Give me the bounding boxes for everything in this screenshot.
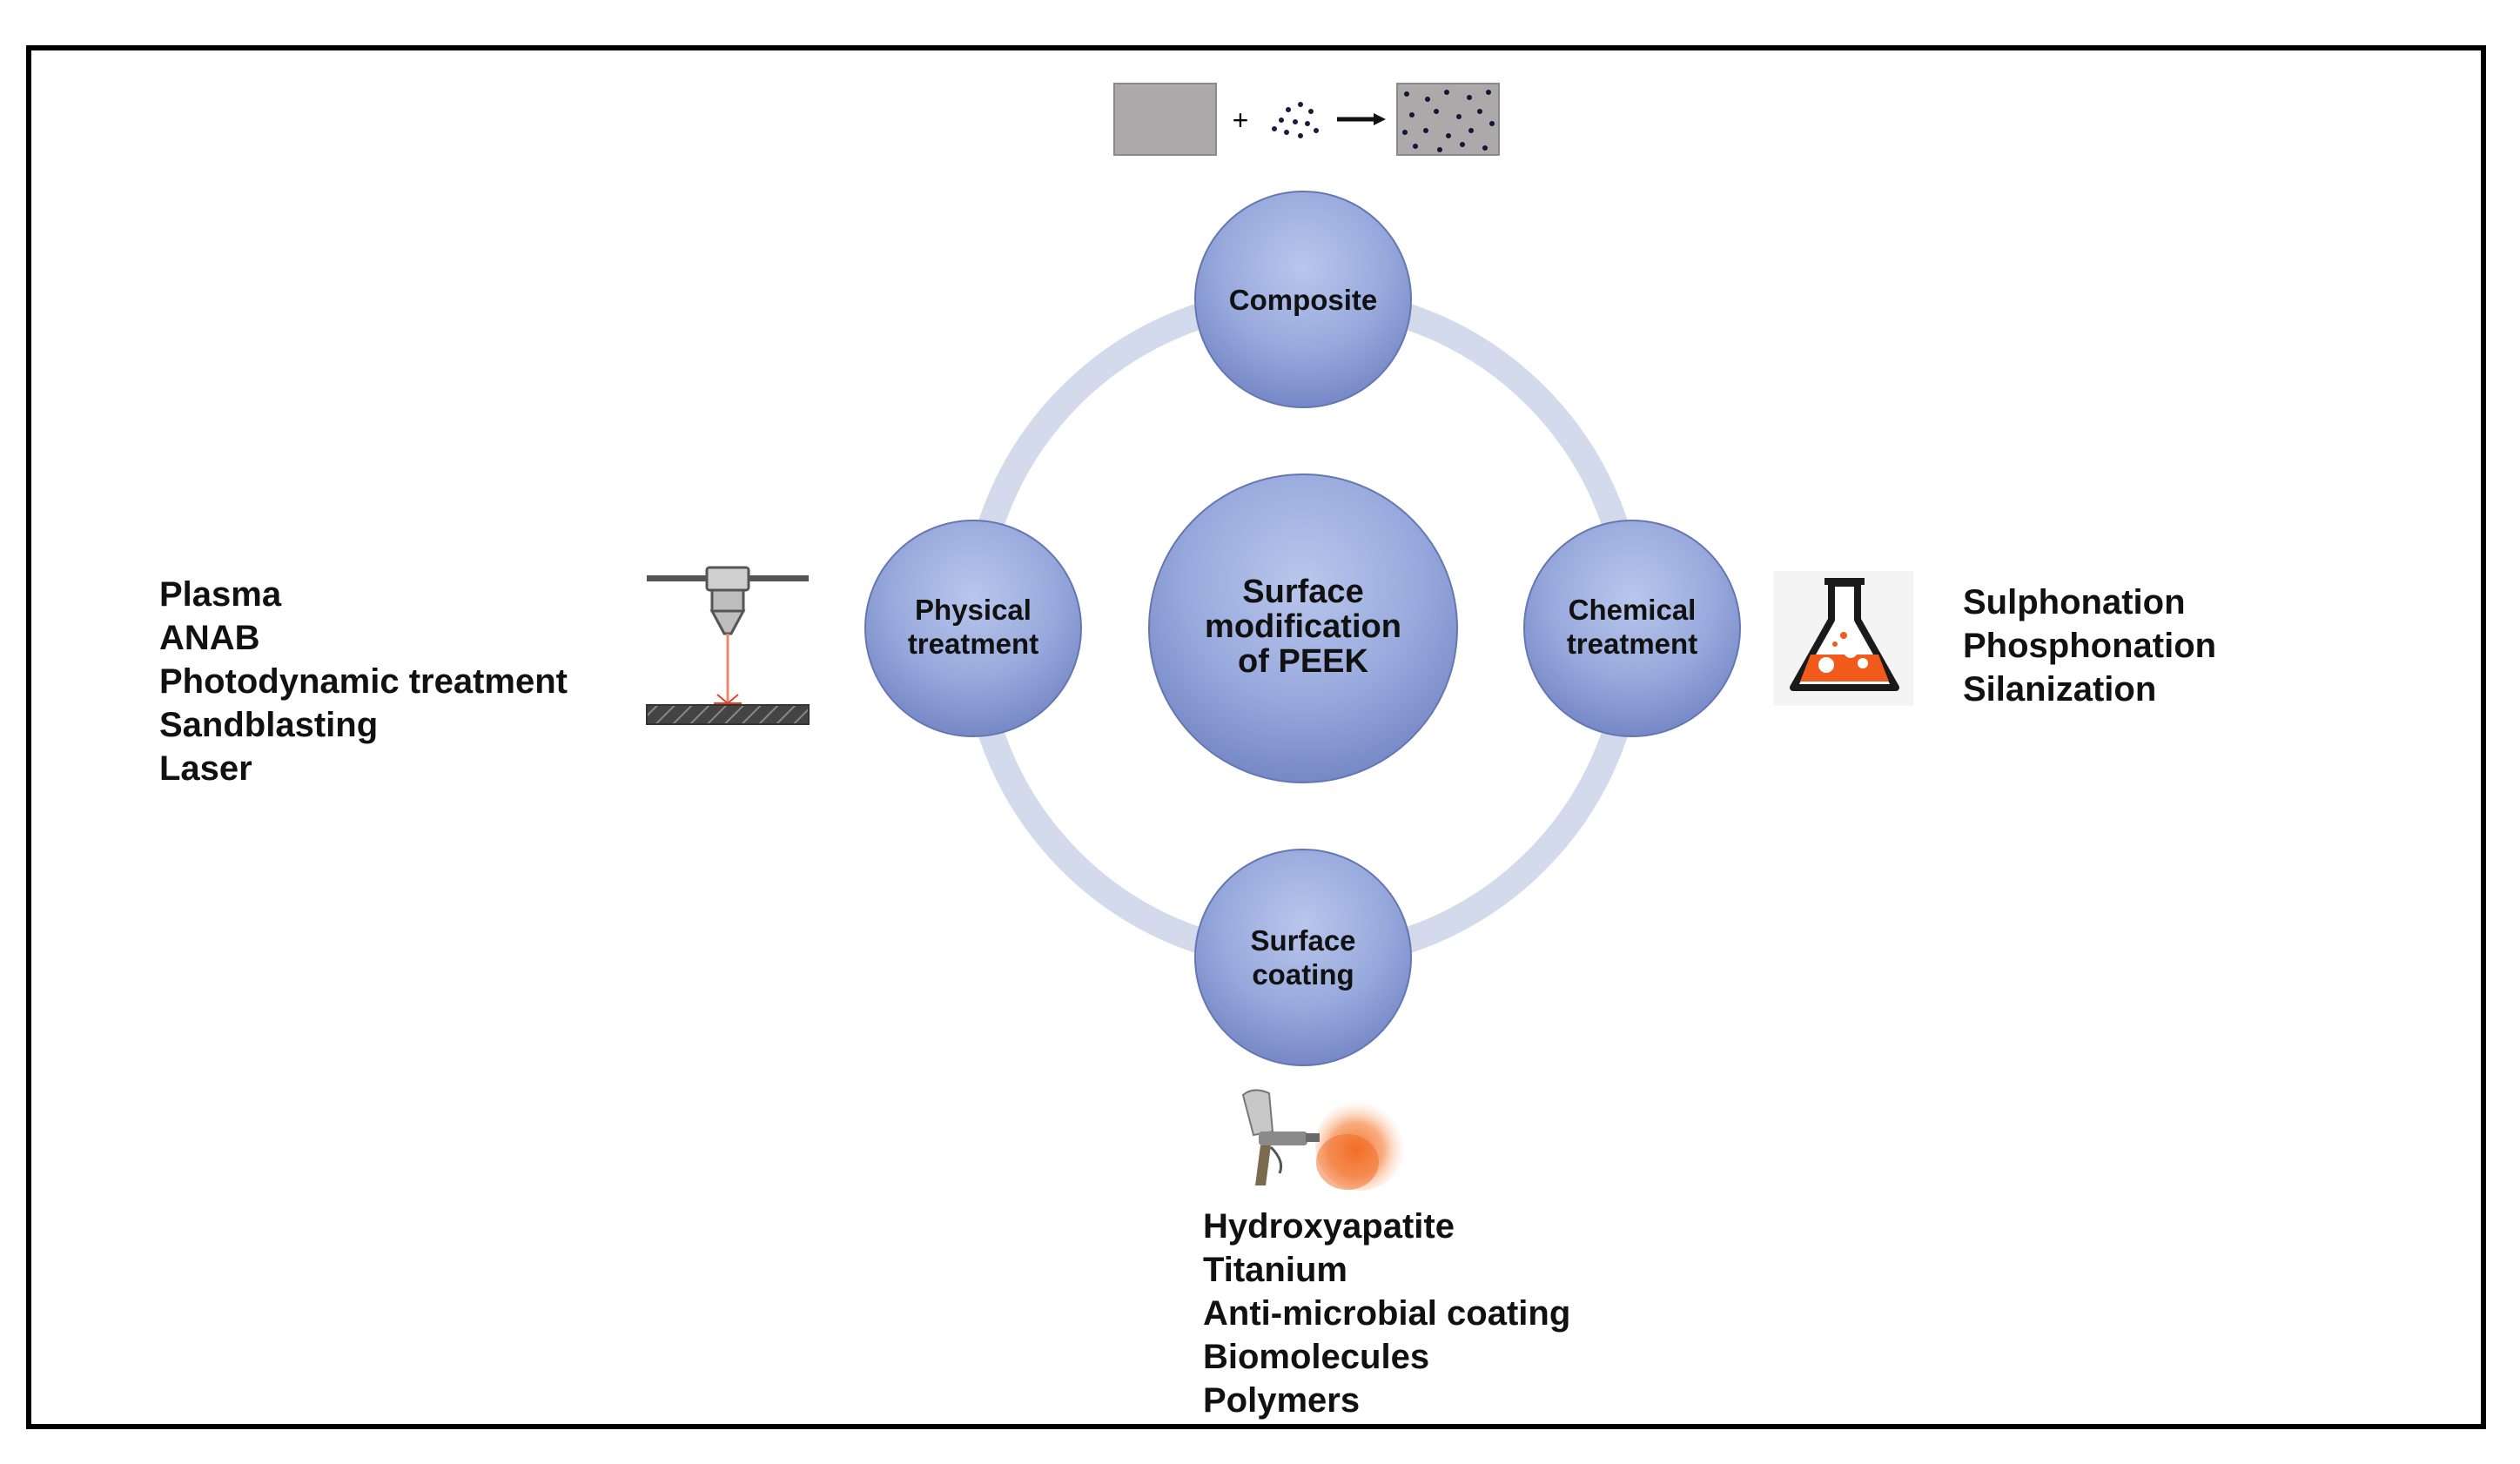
physical-treatment-node: Physical treatment [864, 520, 1082, 737]
chemical-label-line2: treatment [1567, 628, 1697, 660]
particles [1272, 102, 1319, 138]
composite-node: Composite [1194, 191, 1412, 408]
chemical-method-item: Sulphonation [1963, 583, 2186, 621]
coating-method-item: Hydroxyapatite [1203, 1207, 1455, 1246]
figure-frame [26, 45, 2486, 1429]
coating-method-item: Biomolecules [1203, 1338, 1430, 1376]
center-label-line3: of PEEK [1238, 643, 1368, 680]
physical-method-item: Photodynamic treatment [159, 662, 568, 701]
spray-gun-icon [1241, 1089, 1406, 1191]
center-label-line2: modification [1205, 608, 1401, 645]
chemical-label-line1: Chemical [1569, 594, 1697, 626]
chemical-methods-list: Sulphonation Phosphonation Silanization [1963, 581, 2216, 711]
composite-label: Composite [1229, 284, 1378, 316]
chemical-treatment-node: Chemical treatment [1523, 520, 1741, 737]
physical-label-line2: treatment [908, 628, 1038, 660]
coating-label-line1: Surface [1250, 924, 1355, 957]
center-label-line1: Surface [1242, 574, 1363, 610]
coating-method-item: Polymers [1203, 1381, 1361, 1420]
flask-icon [1773, 571, 1913, 706]
coating-method-item: Anti-microbial coating [1203, 1294, 1571, 1333]
physical-method-item: Sandblasting [159, 706, 379, 744]
surface-coating-node: Surface coating [1194, 849, 1412, 1066]
coating-methods-list: Hydroxyapatite Titanium Anti-microbial c… [1203, 1205, 1570, 1422]
composite-formula-icon: + [1113, 83, 1500, 156]
laser-icon [646, 566, 810, 725]
physical-method-item: Laser [159, 749, 252, 788]
physical-methods-list: Plasma ANAB Photodynamic treatment Sandb… [159, 573, 568, 790]
coating-method-item: Titanium [1203, 1251, 1347, 1289]
chemical-method-item: Phosphonation [1963, 627, 2217, 665]
center-node: Surface modification of PEEK [1148, 473, 1458, 783]
chemical-method-item: Silanization [1963, 670, 2157, 708]
coating-label-line2: coating [1252, 958, 1354, 991]
plus-sign: + [1233, 104, 1249, 136]
physical-method-item: ANAB [159, 619, 260, 657]
physical-label-line1: Physical [915, 594, 1032, 626]
physical-method-item: Plasma [159, 575, 282, 614]
